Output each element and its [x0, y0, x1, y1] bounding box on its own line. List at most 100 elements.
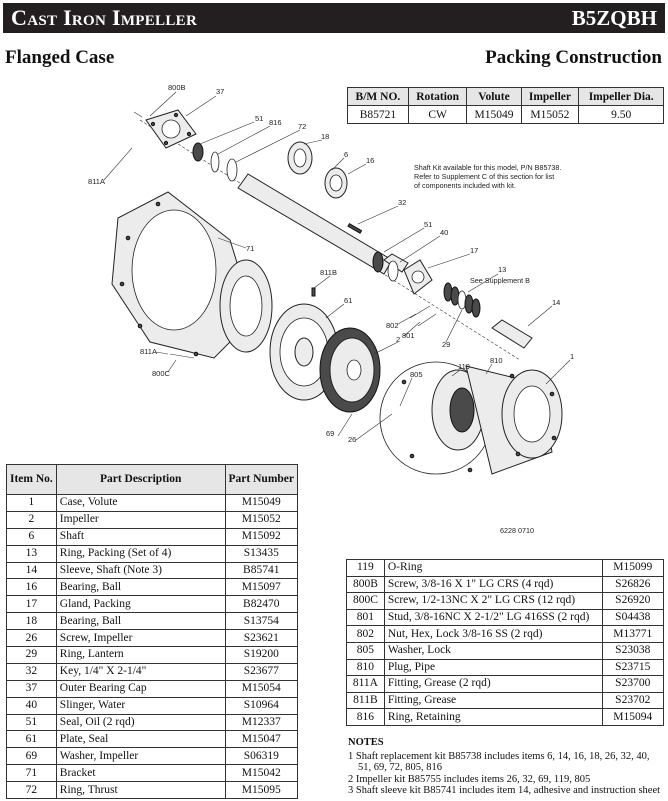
impeller-shape [319, 327, 381, 413]
exploded-parts-diagram: 800B 37 51 816 72 18 6 16 811A 32 51 40 … [88, 83, 574, 535]
callout-811B: 811B [320, 268, 337, 277]
cell-description: Impeller [55, 510, 226, 529]
packing-gland-shape [403, 259, 433, 295]
cell-part-number: M15092 [224, 527, 299, 546]
cell-item-no: 17 [6, 595, 57, 614]
cell-description: Washer, Lock [383, 641, 603, 660]
cell-part-number: S23621 [224, 629, 299, 648]
cell-item-no: 13 [6, 544, 57, 563]
cell-item-no: 26 [6, 629, 57, 648]
cell-part-number: B85741 [224, 561, 299, 580]
cell-item-no: 51 [6, 713, 57, 732]
shaft-sleeve-shape [491, 319, 533, 349]
callout-26: 26 [348, 435, 356, 444]
cell-item-no: 72 [6, 781, 57, 800]
cell-description: Key, 1/4" X 2-1/4" [55, 662, 226, 681]
cell-description: Plug, Pipe [383, 658, 603, 677]
callout-40: 40 [440, 228, 448, 237]
cell-description: Screw, Impeller [55, 629, 226, 648]
cell-item-no: 61 [6, 730, 57, 749]
cell-item-no: 6 [6, 527, 57, 546]
callout-811A-top: 811A [88, 177, 105, 186]
callout-51-lower: 51 [424, 220, 432, 229]
callout-37: 37 [216, 87, 224, 96]
volute-case-shape [379, 361, 563, 475]
subtitle-case: Flanged Case [5, 47, 115, 68]
shaft-shape [237, 173, 393, 275]
kit-note-line-1: Shaft Kit available for this model, P/N … [414, 163, 561, 172]
callout-802: 802 [386, 321, 399, 330]
cell-description: Gland, Packing [55, 595, 226, 614]
bm-cell: M15052 [520, 105, 580, 124]
cell-description: Ring, Retaining [383, 708, 603, 726]
cell-item-no: 811A [346, 675, 385, 693]
cell-item-no: 29 [6, 646, 57, 664]
slinger-shape [372, 251, 384, 273]
cell-part-number: S23038 [601, 641, 664, 660]
cell-description: O-Ring [383, 559, 603, 577]
supplement-note: See Supplement B [470, 276, 530, 285]
cell-part-number: M15052 [224, 510, 299, 529]
callout-811A-bottom: 811A [140, 347, 157, 356]
cell-part-number: S13754 [224, 612, 299, 631]
cell-description: Shaft [55, 527, 226, 546]
cell-part-number: S04438 [601, 608, 664, 627]
cell-part-number: S23702 [601, 691, 664, 710]
cell-item-no: 811B [346, 691, 385, 710]
cell-part-number: S23715 [601, 658, 664, 677]
cell-part-number: M15095 [224, 781, 299, 800]
kit-note-line-3: of components included with kit. [414, 181, 516, 190]
notes-heading: NOTES [348, 737, 384, 748]
cell-description: Fitting, Grease [383, 691, 603, 710]
cell-description: Case, Volute [55, 494, 226, 512]
callout-6: 6 [344, 150, 348, 159]
cell-item-no: 1 [6, 494, 57, 512]
header-part-number: Part Number [224, 464, 299, 495]
callout-801: 801 [402, 331, 415, 340]
cell-part-number: M12337 [224, 713, 299, 732]
packing-rings-shape [443, 282, 481, 318]
cell-item-no: 32 [6, 662, 57, 681]
callout-805: 805 [410, 370, 423, 379]
cell-description: Screw, 1/2-13NC X 2" LG CRS (12 rqd) [383, 592, 603, 610]
outer-bearing-cap-shape [145, 109, 197, 149]
key-shape [347, 222, 363, 234]
callout-18: 18 [321, 132, 329, 141]
retaining-ring-shape [210, 151, 220, 173]
cell-item-no: 801 [346, 608, 385, 627]
cell-description: Nut, Hex, Lock 3/8-16 SS (2 rqd) [383, 625, 603, 643]
parts-header-row: Item No. Part Description Part Number [6, 464, 299, 495]
callout-800C: 800C [152, 369, 171, 378]
bm-cell: M15049 [466, 105, 522, 124]
cell-description: Ring, Thrust [55, 781, 226, 800]
bm-table: B/M NO. Rotation Volute Impeller Impelle… [347, 87, 664, 124]
title-bar: Cast Iron Impeller B5ZQBH [3, 3, 665, 33]
cell-part-number: M15099 [601, 559, 664, 577]
callout-29: 29 [442, 340, 450, 349]
bm-cell: 9.50 [578, 105, 664, 124]
cell-item-no: 805 [346, 641, 385, 660]
callout-51: 51 [255, 114, 263, 123]
note-1: 1 Shaft replacement kit B85738 includes … [348, 750, 650, 774]
cell-description: Sleeve, Shaft (Note 3) [55, 561, 226, 580]
cell-item-no: 2 [6, 510, 57, 529]
kit-note-line-2: Refer to Supplement C of this section fo… [414, 172, 554, 181]
cell-item-no: 16 [6, 578, 57, 597]
cell-part-number: S19200 [224, 646, 299, 664]
callout-72: 72 [298, 122, 306, 131]
bm-header-bm: B/M NO. [347, 87, 409, 106]
